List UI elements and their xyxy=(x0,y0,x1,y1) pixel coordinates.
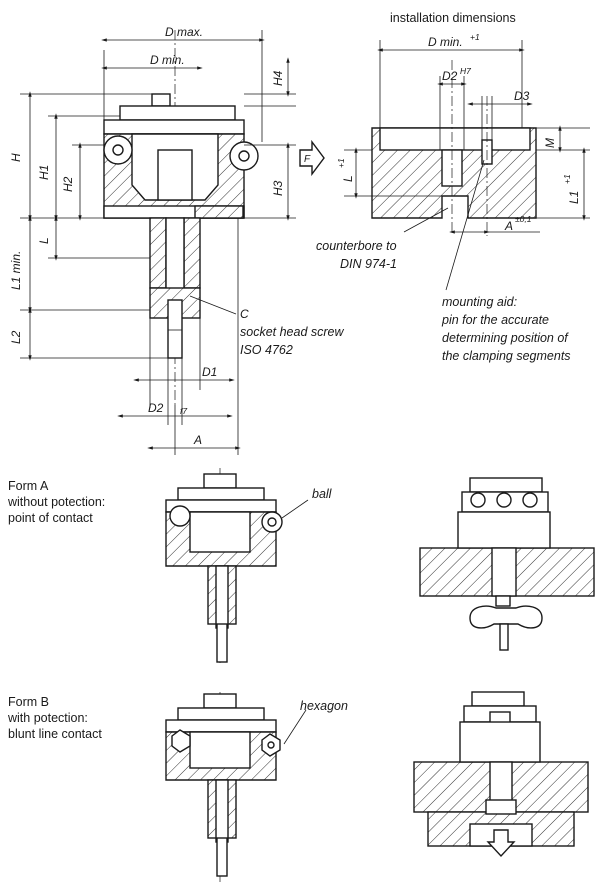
mounting-aid-line-3: determining position of xyxy=(442,331,569,345)
d-min-label: D min. xyxy=(150,53,185,67)
inst-d2-tolerance: H7 xyxy=(460,66,471,76)
d-max-label: D max. xyxy=(165,25,203,39)
h2-label: H2 xyxy=(61,176,75,192)
form-b-callout-hexagon: hexagon xyxy=(300,699,348,713)
force-arrow-icon xyxy=(299,139,325,177)
l1-min-label: L1 min. xyxy=(9,251,23,290)
form-a-line-3: point of contact xyxy=(8,511,93,525)
inst-a-label: A xyxy=(504,219,513,233)
c-label: C xyxy=(240,307,249,321)
force-label: F xyxy=(304,154,311,165)
counterbore-note-line-2: DIN 974-1 xyxy=(340,257,397,271)
h-label: H xyxy=(9,153,23,162)
mounting-aid-line-1: mounting aid: xyxy=(442,295,517,309)
form-b-title: Form B xyxy=(8,695,49,709)
l2-label: L2 xyxy=(9,330,23,344)
star-grip-knob-icon xyxy=(469,605,543,629)
form-a-section: Form A without potection: point of conta… xyxy=(7,468,595,665)
top-cap xyxy=(151,93,171,107)
inst-l-label: L xyxy=(341,175,355,182)
form-a-title: Form A xyxy=(8,479,49,493)
inst-l-tolerance: +1 xyxy=(336,158,346,168)
socket-head-screw xyxy=(167,299,183,359)
h4-label: H4 xyxy=(271,70,285,86)
screw-note-line-1: socket head screw xyxy=(240,325,344,339)
installation-drawing: installation dimensions D min. xyxy=(316,11,590,363)
down-arrow-icon xyxy=(486,829,516,858)
mounting-aid-line-2: pin for the accurate xyxy=(441,313,549,327)
inst-m-label: M xyxy=(543,138,557,148)
main-drawing: D max. D min. H H1 H2 L L1 min. L2 H3 H4… xyxy=(9,25,344,455)
form-a-callout-ball: ball xyxy=(312,487,333,501)
l-label: L xyxy=(37,237,51,244)
inst-d3-label: D3 xyxy=(514,89,530,103)
d1-label: D1 xyxy=(202,365,217,379)
inst-d-min-tolerance: +1 xyxy=(470,32,480,42)
form-b-section: Form B with potection: blunt line contac… xyxy=(7,691,589,882)
screw-note-line-2: ISO 4762 xyxy=(240,343,293,357)
inst-a-tolerance: ±0,1 xyxy=(515,214,532,224)
inst-d2-label: D2 xyxy=(442,69,458,83)
installation-title: installation dimensions xyxy=(390,11,516,25)
h3-label: H3 xyxy=(271,180,285,196)
inst-d-min-label: D min. xyxy=(428,35,463,49)
form-a-ball-left xyxy=(169,505,191,527)
d2-label: D2 xyxy=(148,401,164,415)
d2-tolerance: f7 xyxy=(180,406,187,416)
form-b-hexagon-left xyxy=(171,729,191,753)
mounting-aid-line-4: the clamping segments xyxy=(442,349,571,363)
form-a-line-2: without potection: xyxy=(7,495,105,509)
inst-l1-tolerance: +1 xyxy=(562,174,572,184)
form-b-line-3: blunt line contact xyxy=(8,727,102,741)
a-label: A xyxy=(193,433,202,447)
counterbore-note-line-1: counterbore to xyxy=(316,239,397,253)
inst-l1-label: L1 xyxy=(567,191,581,204)
h1-label: H1 xyxy=(37,165,51,180)
form-b-line-2: with potection: xyxy=(7,711,88,725)
